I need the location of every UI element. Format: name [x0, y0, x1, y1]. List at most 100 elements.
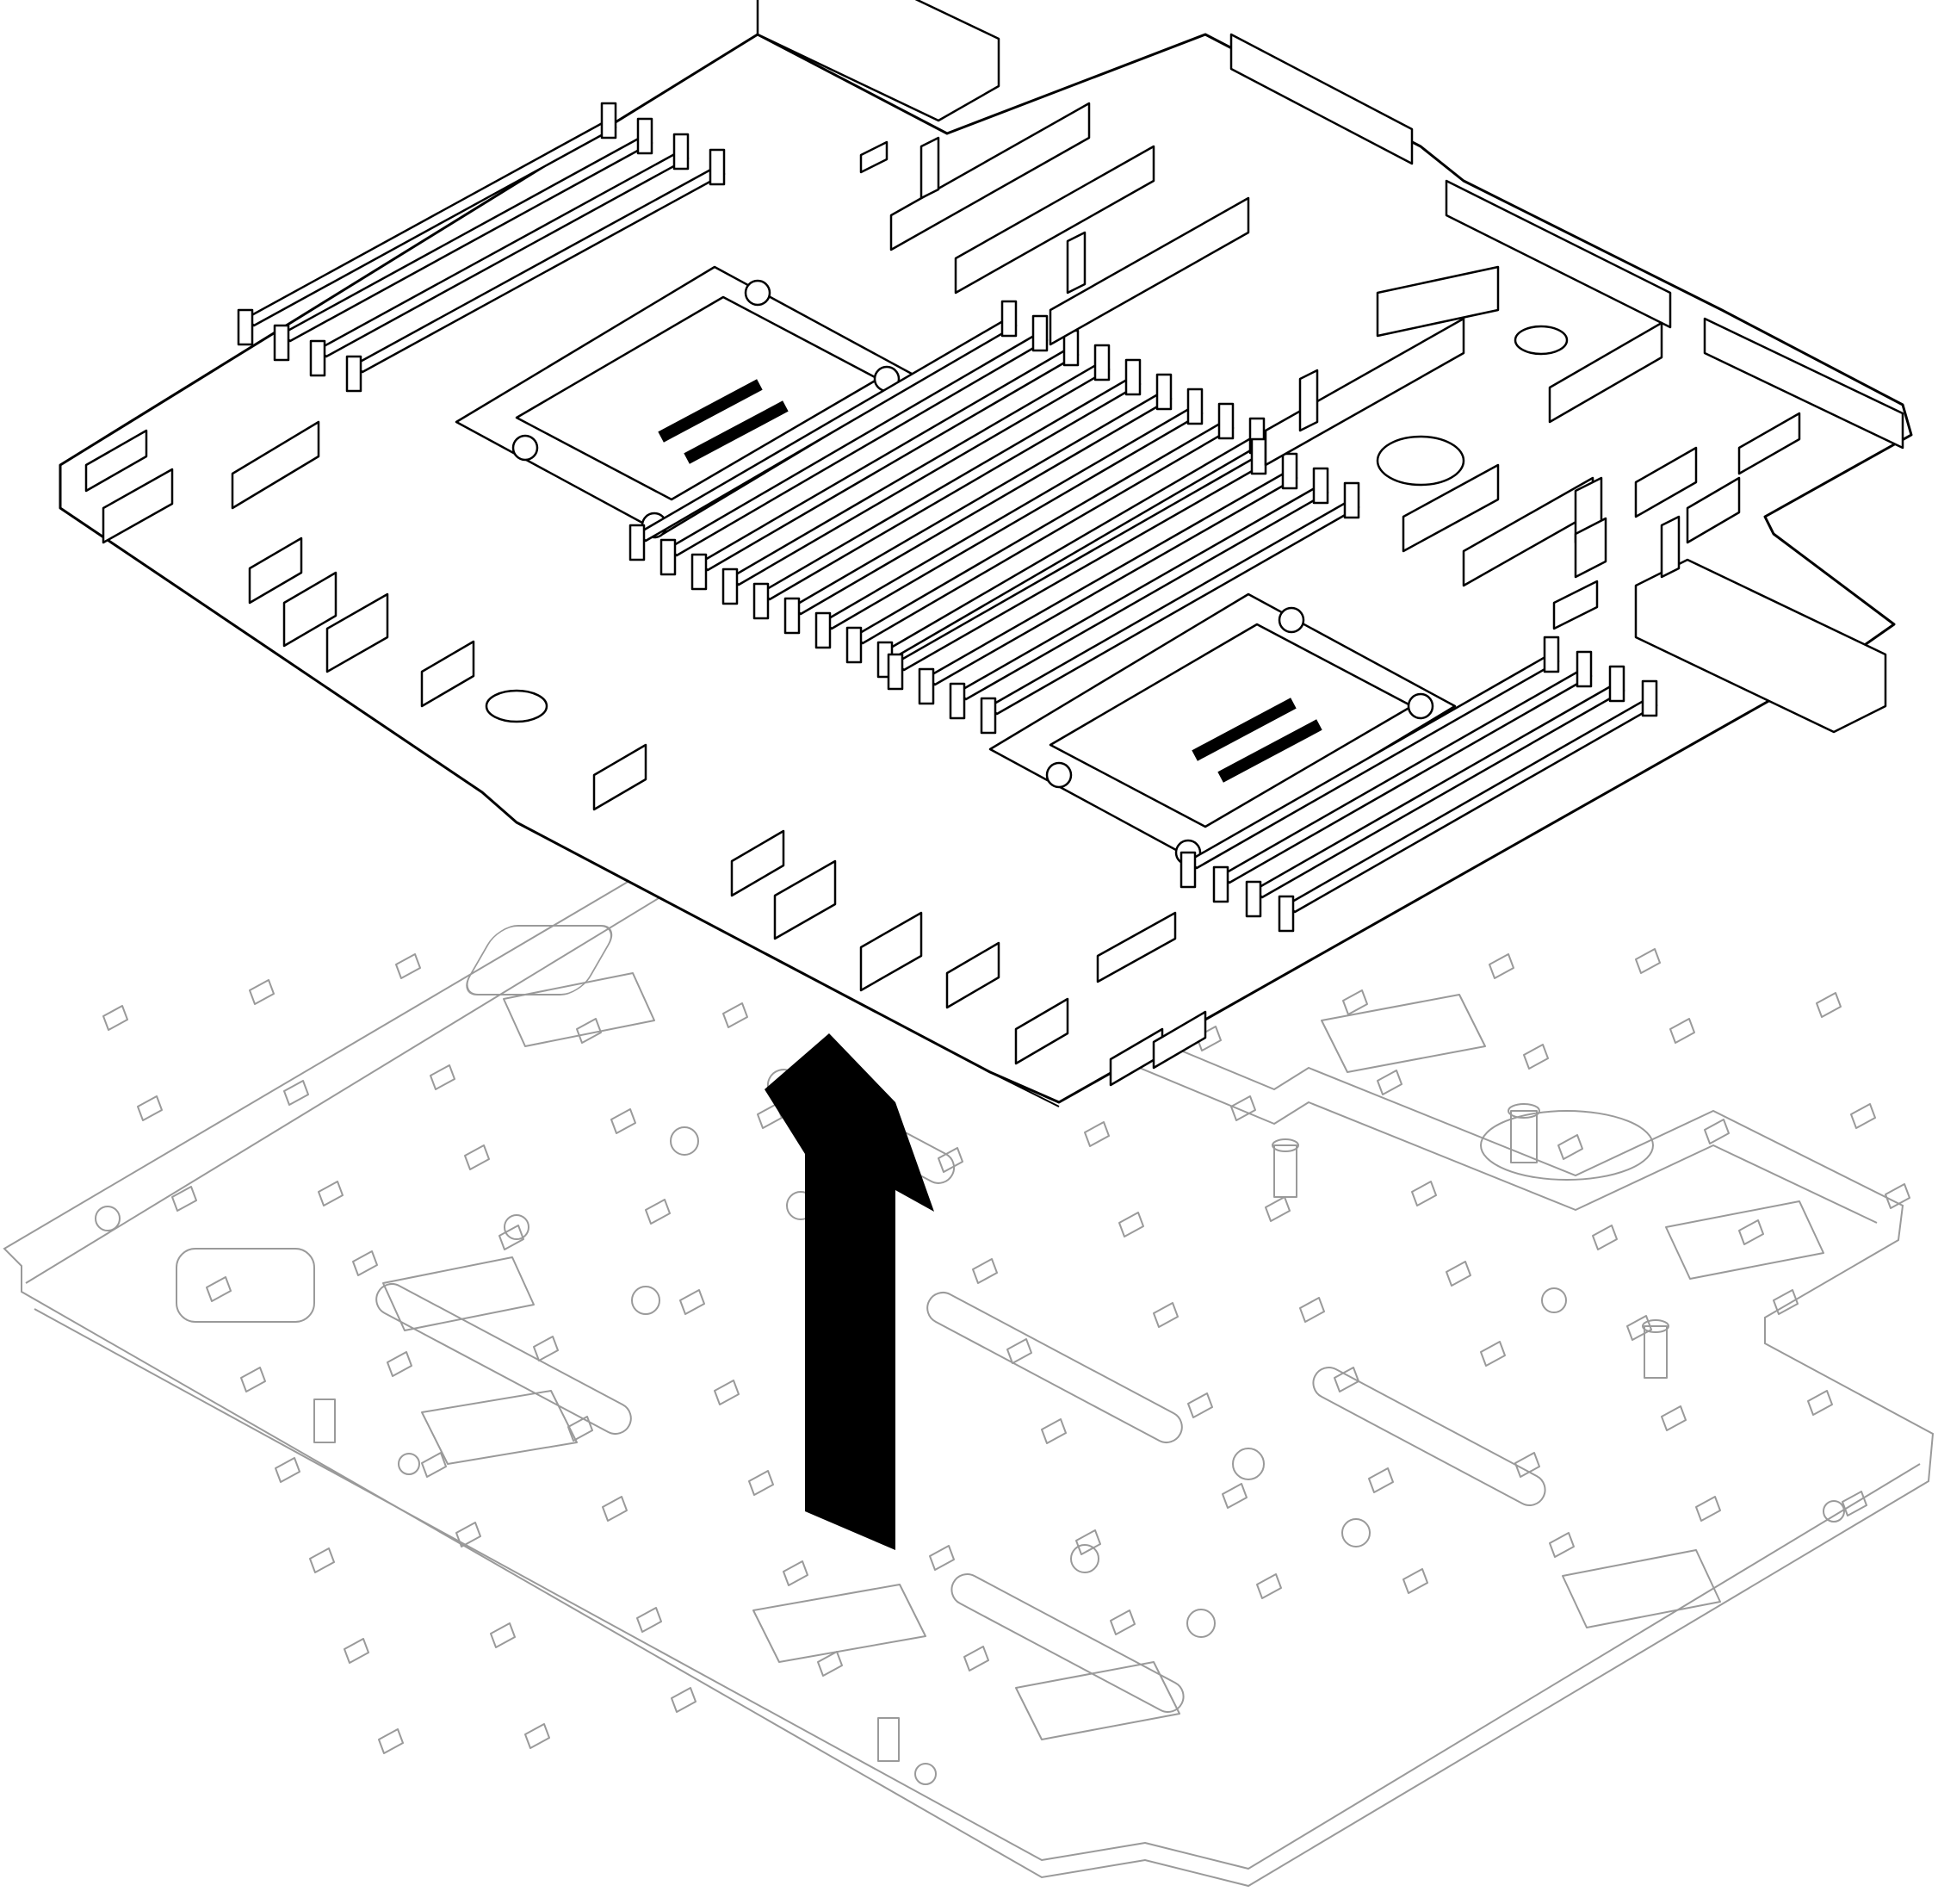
tray-tab — [817, 1651, 843, 1677]
dimm-latch — [814, 611, 832, 649]
dimm-latch — [1278, 895, 1295, 933]
tray-tab — [1592, 1225, 1618, 1250]
tray-tab — [1885, 1183, 1910, 1209]
tray-tab — [1265, 1196, 1291, 1222]
tray-tab — [1118, 1212, 1144, 1237]
dimm-latch — [600, 102, 617, 140]
dimm-latch — [1543, 636, 1560, 673]
tray-tab — [1230, 1095, 1256, 1121]
dimm-latch — [980, 697, 997, 735]
tray-tab — [378, 1728, 404, 1754]
tray-tab — [679, 1289, 705, 1315]
tray-tab — [352, 1250, 378, 1276]
tray-tab — [1222, 1483, 1248, 1509]
dimm-latch — [918, 667, 935, 705]
tray-tabs — [102, 940, 1910, 1754]
dimm-latch — [690, 553, 708, 591]
tray-tab — [1807, 1390, 1833, 1416]
dimm-latch — [1186, 388, 1204, 425]
tray-tab — [171, 1186, 197, 1212]
tray-tab — [1153, 1302, 1179, 1328]
dimm-latch — [1217, 402, 1235, 440]
rear-io-connectors — [756, 0, 1904, 734]
dimm-latch — [628, 524, 646, 561]
tray-tab — [102, 1005, 128, 1031]
tray-tab — [972, 1258, 998, 1284]
lift-arrow — [765, 1033, 934, 1550]
processor-socket-2 — [988, 592, 1457, 866]
tray-tab — [1368, 1467, 1394, 1493]
tray-tab — [137, 1095, 163, 1121]
dimm-latch — [345, 355, 362, 393]
tray-tab — [249, 979, 275, 1005]
tray-tab — [1669, 1018, 1695, 1044]
tray-tab — [1626, 1315, 1652, 1341]
tray-tab — [1256, 1573, 1282, 1599]
tray-tab — [1006, 1338, 1032, 1364]
dimm-latch — [1180, 851, 1197, 889]
tray-tab — [206, 1276, 232, 1302]
tray-tab — [1041, 1418, 1067, 1444]
board-edge — [59, 507, 1060, 1107]
tray-tab — [309, 1547, 335, 1573]
tray-tab — [1704, 1119, 1730, 1144]
tray-tab — [455, 1522, 481, 1547]
arrow-up-icon — [765, 1033, 934, 1550]
tray-tab — [722, 1002, 748, 1028]
tray-tab — [464, 1144, 490, 1170]
tray-tab — [1075, 1529, 1101, 1555]
tray-tab — [524, 1723, 550, 1749]
tray-tab — [1557, 1134, 1583, 1160]
tray-tab — [1661, 1405, 1687, 1431]
tray-tab — [430, 1064, 455, 1090]
tray-tab — [1334, 1367, 1359, 1392]
tray-tab — [645, 1199, 671, 1225]
dimm-latch — [1000, 300, 1018, 338]
tray-tab — [533, 1336, 559, 1361]
tray-tab — [283, 1080, 309, 1106]
dimm-latch — [1576, 650, 1593, 688]
tray-tab — [1514, 1452, 1540, 1478]
dimm-latch — [1245, 880, 1262, 918]
dimm-latch — [949, 682, 966, 720]
tray-tab — [1084, 1121, 1110, 1147]
tray-tab — [498, 1225, 524, 1250]
dimm-latch — [1281, 452, 1298, 490]
dimm-latch — [1124, 358, 1142, 396]
tray-tab — [1411, 1181, 1437, 1206]
tray-standoffs — [313, 1103, 1669, 1762]
dimm-latch — [709, 148, 726, 186]
tray-tab — [1635, 948, 1661, 974]
tray-tab — [1850, 1103, 1876, 1129]
tray-tab — [1489, 953, 1514, 979]
processor-socket-1 — [455, 265, 923, 539]
dimm-latch — [1343, 481, 1360, 519]
tray-tab — [567, 1416, 593, 1442]
tray-tab — [395, 953, 421, 979]
dimm-latch — [309, 339, 326, 377]
tray-tab — [1342, 989, 1368, 1015]
dimm-latch — [1093, 344, 1111, 381]
dimm-latch — [672, 133, 690, 171]
tray-tab — [1187, 1392, 1213, 1418]
tray-tab — [576, 1018, 602, 1044]
tray-tab — [757, 1103, 783, 1129]
dimm-latch — [636, 117, 653, 155]
tray-tab — [636, 1607, 662, 1633]
tray-tab — [1738, 1219, 1764, 1245]
dimm-latch — [1641, 679, 1658, 717]
tray-tab — [490, 1622, 516, 1648]
dimm-latch — [845, 626, 863, 664]
tray-tab — [240, 1367, 266, 1392]
tray-tab — [938, 1147, 963, 1173]
dimm-latch — [1155, 373, 1173, 411]
dimm-latch — [237, 308, 254, 346]
tray-tab — [963, 1646, 989, 1671]
tray-tab — [1695, 1496, 1721, 1522]
dimm-latch — [273, 324, 290, 362]
tray-tab — [421, 1452, 447, 1478]
tray-tab — [1446, 1261, 1471, 1287]
dimm-latch — [659, 538, 677, 576]
